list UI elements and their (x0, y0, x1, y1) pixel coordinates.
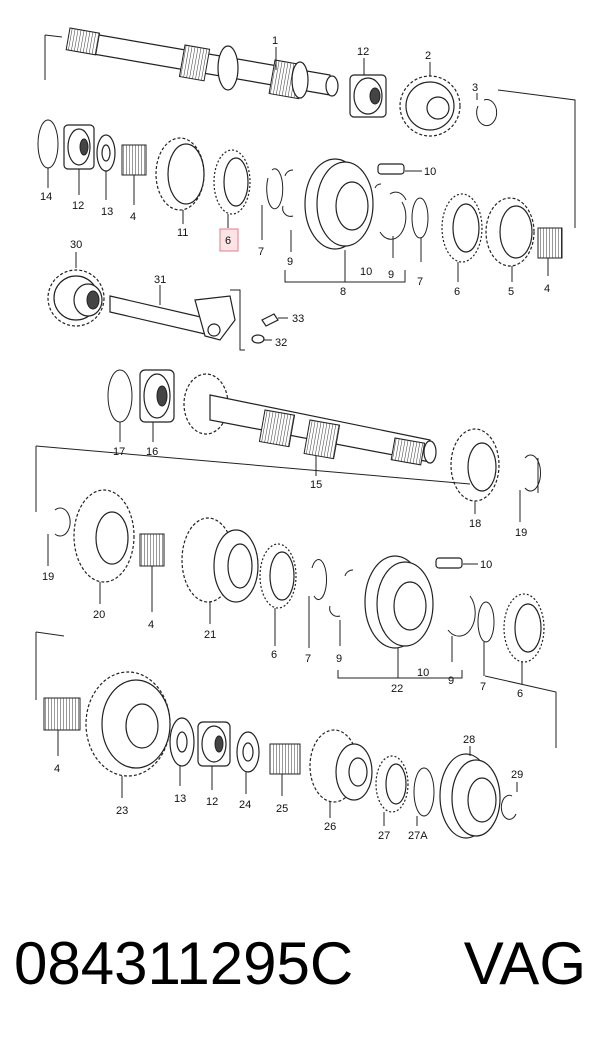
callout-33: 33 (292, 313, 304, 325)
gear-5 (485, 197, 535, 267)
callout-6d: 6 (517, 688, 523, 700)
bearing-12-top (349, 74, 387, 118)
callout-19b: 19 (42, 571, 54, 583)
callout-16: 16 (146, 446, 158, 458)
callout-23: 23 (116, 805, 128, 817)
callout-4b: 4 (544, 283, 550, 295)
callout-19a: 19 (515, 527, 527, 539)
callout-4a: 4 (130, 211, 136, 223)
callout-10d: 10 (417, 667, 429, 679)
callout-24: 24 (239, 799, 251, 811)
part-number: 084311295C (14, 929, 354, 997)
callout-17: 17 (113, 446, 125, 458)
callout-27: 27 (378, 830, 390, 842)
gear-20 (73, 489, 135, 583)
synchro-ring-6-right (441, 193, 483, 263)
reverse-shaft-31 (109, 295, 236, 341)
gear-2 (399, 75, 461, 137)
bearing-12-bottom (197, 721, 231, 767)
callout-9d: 9 (448, 675, 454, 687)
exploded-parts-diagram: 1 12 2 3 14 12 13 4 11 (35, 27, 576, 842)
callout-3: 3 (472, 82, 478, 94)
callout-30: 30 (70, 239, 82, 251)
callout-13a: 13 (101, 206, 113, 218)
synchro-ring-6-row4-right (503, 593, 545, 663)
callout-12c: 12 (206, 796, 218, 808)
mainshaft (65, 27, 339, 100)
synchro-hub-8 (304, 158, 374, 250)
callout-12a: 12 (357, 46, 369, 58)
callout-11: 11 (177, 227, 188, 239)
synchro-hub-28 (439, 753, 501, 839)
callout-6b: 6 (454, 286, 460, 298)
callout-8: 8 (340, 286, 346, 298)
callout-5: 5 (508, 286, 514, 298)
callout-7c: 7 (305, 653, 311, 665)
synchro-ring-6-row4 (259, 543, 297, 609)
section-frame-1 (44, 34, 576, 228)
gear-23 (85, 671, 171, 777)
callout-31: 31 (154, 274, 166, 286)
gear-26 (309, 729, 373, 803)
bearing-12-left (63, 124, 95, 170)
callout-1: 1 (272, 35, 278, 47)
callout-32: 32 (275, 337, 287, 349)
callout-21: 21 (204, 629, 216, 641)
highlight-box-6 (219, 228, 239, 252)
part-info-footer: 084311295C VAG (0, 908, 600, 1018)
callout-15: 15 (310, 479, 322, 491)
callout-20: 20 (93, 609, 105, 621)
callout-10c: 10 (480, 559, 492, 571)
callout-10b: 10 (360, 266, 372, 278)
callout-10a: 10 (424, 166, 436, 178)
callout-22: 22 (391, 683, 403, 695)
gear-21 (181, 517, 259, 603)
callout-6a: 6 (225, 235, 231, 247)
reverse-gear-30 (47, 269, 105, 327)
callout-7a: 7 (258, 246, 264, 258)
synchro-ring-6-highlighted (213, 149, 251, 215)
callout-4c: 4 (148, 619, 154, 631)
callout-7d: 7 (480, 681, 486, 693)
callout-18: 18 (469, 518, 481, 530)
gear-18 (450, 428, 500, 502)
gear-11 (155, 137, 205, 211)
callout-2: 2 (425, 50, 431, 62)
callout-9c: 9 (336, 653, 342, 665)
section-frame-5 (35, 631, 557, 748)
bearing-16 (139, 369, 175, 423)
callout-7b: 7 (417, 276, 423, 288)
brand: VAG (463, 929, 586, 997)
synchro-hub-22 (364, 555, 434, 649)
callout-14: 14 (40, 191, 52, 203)
section-frame-3 (35, 445, 539, 512)
pinion-shaft-15 (183, 373, 437, 466)
callout-29: 29 (511, 769, 523, 781)
callout-25: 25 (276, 803, 288, 815)
callout-9a: 9 (287, 256, 293, 268)
callout-27a: 27A (408, 830, 428, 842)
callout-12b: 12 (72, 200, 84, 212)
synchro-ring-27 (375, 755, 409, 813)
callout-28: 28 (463, 734, 475, 746)
callout-9b: 9 (388, 269, 394, 281)
callout-26: 26 (324, 821, 336, 833)
callout-4d: 4 (54, 763, 60, 775)
callout-13b: 13 (174, 793, 186, 805)
callout-6c: 6 (271, 649, 277, 661)
